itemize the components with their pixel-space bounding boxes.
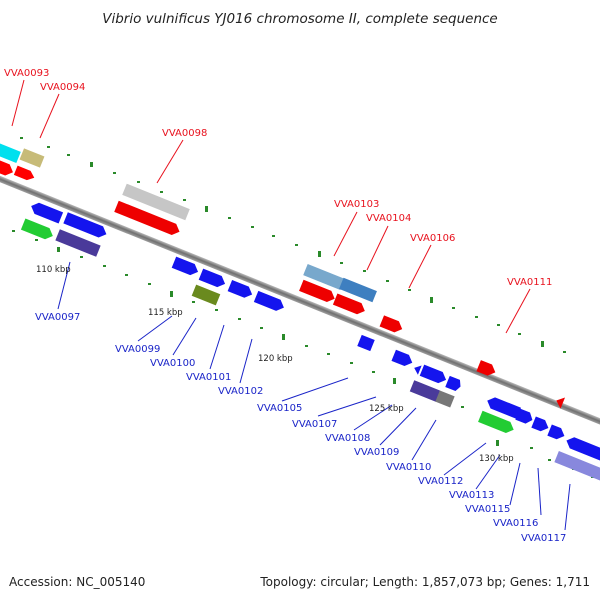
label-vva0112[interactable]: VVA0112 xyxy=(418,476,463,487)
gene-vva0098b[interactable] xyxy=(114,200,182,238)
gene-vva0094[interactable] xyxy=(19,148,45,168)
kbp-label-130: 130 kbp xyxy=(479,454,514,464)
gene-vva0111[interactable] xyxy=(476,360,497,378)
gene-vva0108[interactable] xyxy=(419,364,449,386)
gene-vva0096c[interactable] xyxy=(63,212,108,240)
label-vva0105[interactable]: VVA0105 xyxy=(257,403,302,414)
label-vva0100[interactable]: VVA0100 xyxy=(150,358,195,369)
gene-vva0112[interactable] xyxy=(485,395,522,419)
label-vva0117[interactable]: VVA0117 xyxy=(521,533,566,544)
label-vva0098[interactable]: VVA0098 xyxy=(162,128,207,139)
gene-vva0112b[interactable] xyxy=(515,408,534,425)
label-vva0109[interactable]: VVA0109 xyxy=(354,447,399,458)
kbp-label-110: 110 kbp xyxy=(36,265,71,275)
label-vva0116[interactable]: VVA0116 xyxy=(493,518,538,529)
accession-text: Accession: NC_005140 xyxy=(9,575,145,589)
gene-vva0116[interactable] xyxy=(564,435,600,462)
leaders-upper xyxy=(11,79,531,334)
gene-vva0096d[interactable] xyxy=(20,218,55,241)
gene-vva0105[interactable] xyxy=(357,334,375,352)
gene-vva0109b[interactable] xyxy=(445,375,462,392)
topology-summary: Topology: circular; Length: 1,857,073 bp… xyxy=(259,575,590,589)
gene-vva0100[interactable] xyxy=(198,268,228,290)
gene-vva0106[interactable] xyxy=(379,315,405,334)
gene-track-upper xyxy=(0,136,566,409)
label-vva0104[interactable]: VVA0104 xyxy=(366,213,411,224)
gene-vva0093[interactable] xyxy=(0,136,21,164)
gene-vva0099[interactable] xyxy=(171,256,201,278)
label-vva0108[interactable]: VVA0108 xyxy=(325,433,370,444)
label-vva0103[interactable]: VVA0103 xyxy=(334,199,379,210)
label-vva0099[interactable]: VVA0099 xyxy=(115,344,160,355)
gene-vva0096b[interactable] xyxy=(29,200,64,224)
gene-track-lower xyxy=(20,200,600,490)
upper-labels: VVA0093 VVA0094 VVA0098 VVA0103 VVA0104 … xyxy=(4,68,552,288)
gene-vva0113[interactable] xyxy=(478,410,516,436)
label-vva0106[interactable]: VVA0106 xyxy=(410,233,455,244)
label-vva0102[interactable]: VVA0102 xyxy=(218,386,263,397)
chromosome-backbone xyxy=(0,168,600,437)
scale-ticks xyxy=(12,137,594,478)
gene-vva0100b[interactable] xyxy=(191,284,221,306)
gene-vva0096[interactable] xyxy=(13,165,36,183)
kbp-labels: 110 kbp 115 kbp 120 kbp 125 kbp 130 kbp xyxy=(36,265,514,464)
gene-vva0103b[interactable] xyxy=(299,279,337,305)
gene-vva0108a[interactable] xyxy=(412,363,422,375)
map-title: Vibrio vulnificus YJ016 chromosome II, c… xyxy=(102,11,498,27)
gene-vva0107[interactable] xyxy=(391,349,414,369)
gene-vva0110[interactable] xyxy=(435,390,455,408)
label-vva0113[interactable]: VVA0113 xyxy=(449,490,494,501)
label-vva0115[interactable]: VVA0115 xyxy=(465,504,510,515)
gene-vva0104b[interactable] xyxy=(332,293,367,316)
gene-vva0103[interactable] xyxy=(303,263,345,291)
kbp-label-115: 115 kbp xyxy=(148,308,183,318)
leaders-lower xyxy=(57,261,571,531)
gene-vva0101[interactable] xyxy=(227,279,255,300)
gene-vva0114[interactable] xyxy=(554,395,566,409)
label-vva0110[interactable]: VVA0110 xyxy=(386,462,431,473)
gene-vva0104[interactable] xyxy=(339,277,377,303)
label-vva0093[interactable]: VVA0093 xyxy=(4,68,49,79)
gene-vva0117[interactable] xyxy=(554,450,600,490)
label-vva0101[interactable]: VVA0101 xyxy=(186,372,231,383)
lower-labels: VVA0097 VVA0099 VVA0100 VVA0101 VVA0102 … xyxy=(35,312,566,544)
gene-vva0102[interactable] xyxy=(253,290,286,313)
gene-vva0097[interactable] xyxy=(55,229,101,257)
gene-vva0115b[interactable] xyxy=(547,424,566,441)
label-vva0111[interactable]: VVA0111 xyxy=(507,277,552,288)
kbp-label-125: 125 kbp xyxy=(369,404,404,414)
gene-vva0095[interactable] xyxy=(0,156,15,178)
kbp-label-120: 120 kbp xyxy=(258,354,293,364)
gene-vva0098[interactable] xyxy=(122,183,190,221)
label-vva0094[interactable]: VVA0094 xyxy=(40,82,85,93)
label-vva0097[interactable]: VVA0097 xyxy=(35,312,80,323)
gene-vva0109[interactable] xyxy=(409,380,441,402)
label-vva0107[interactable]: VVA0107 xyxy=(292,419,337,430)
gene-vva0113b[interactable] xyxy=(531,416,550,433)
